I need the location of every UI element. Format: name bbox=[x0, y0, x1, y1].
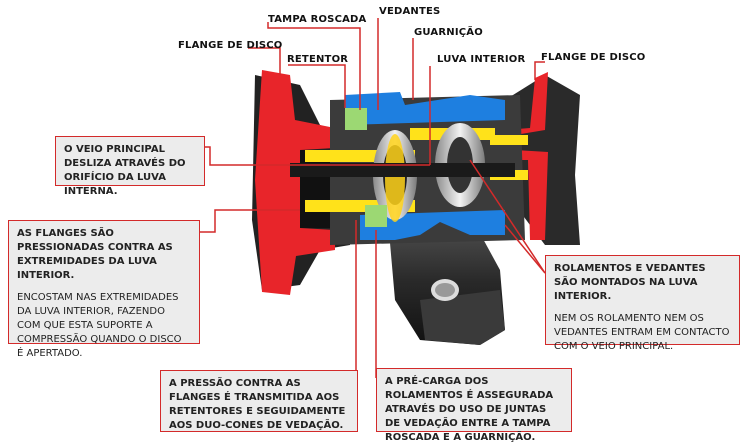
right-flange bbox=[505, 72, 580, 245]
callout-rolamentos-detail: NEM OS ROLAMENTO NEM OS VEDANTES ENTRAM … bbox=[554, 313, 730, 352]
callout-rolamentos: ROLAMENTOS E VEDANTES SÃO MONTADOS NA LU… bbox=[545, 255, 740, 352]
callout-flanges-detail: ENCOSTAM NAS EXTREMIDADES DA LUVA INTERI… bbox=[17, 292, 182, 359]
callout-precarga: A PRÉ-CARGA DOS ROLAMENTOS É ASSEGURADA … bbox=[376, 368, 572, 443]
callout-veio: O VEIO PRINCIPAL DESLIZA ATRAVÉS DO ORIF… bbox=[55, 136, 205, 197]
callout-flanges: AS FLANGES SÃO PRESSIONADAS CONTRA AS EX… bbox=[8, 220, 200, 359]
callout-precarga-title: A PRÉ-CARGA DOS ROLAMENTOS É ASSEGURADA … bbox=[385, 376, 554, 443]
callout-pressao: A PRESSÃO CONTRA AS FLANGES É TRANSMITID… bbox=[160, 370, 358, 432]
hub-body bbox=[290, 92, 528, 245]
support-bracket bbox=[388, 215, 505, 345]
label-tampa-roscada: TAMPA ROSCADA bbox=[268, 14, 367, 25]
pointer-lines bbox=[200, 18, 546, 380]
label-vedantes: VEDANTES bbox=[379, 6, 441, 17]
label-guarnicao: GUARNIÇÃO bbox=[414, 27, 483, 38]
callout-flanges-title: AS FLANGES SÃO PRESSIONADAS CONTRA AS EX… bbox=[17, 228, 173, 281]
label-flange-right: FLANGE DE DISCO bbox=[541, 52, 646, 63]
label-retentor: RETENTOR bbox=[287, 54, 349, 65]
callout-rolamentos-title: ROLAMENTOS E VEDANTES SÃO MONTADOS NA LU… bbox=[554, 263, 706, 302]
callout-veio-title: O VEIO PRINCIPAL DESLIZA ATRAVÉS DO ORIF… bbox=[64, 144, 186, 197]
callout-pressao-title: A PRESSÃO CONTRA AS FLANGES É TRANSMITID… bbox=[169, 378, 346, 431]
label-luva-interior: LUVA INTERIOR bbox=[437, 54, 526, 65]
label-flange-left: FLANGE DE DISCO bbox=[178, 40, 283, 51]
